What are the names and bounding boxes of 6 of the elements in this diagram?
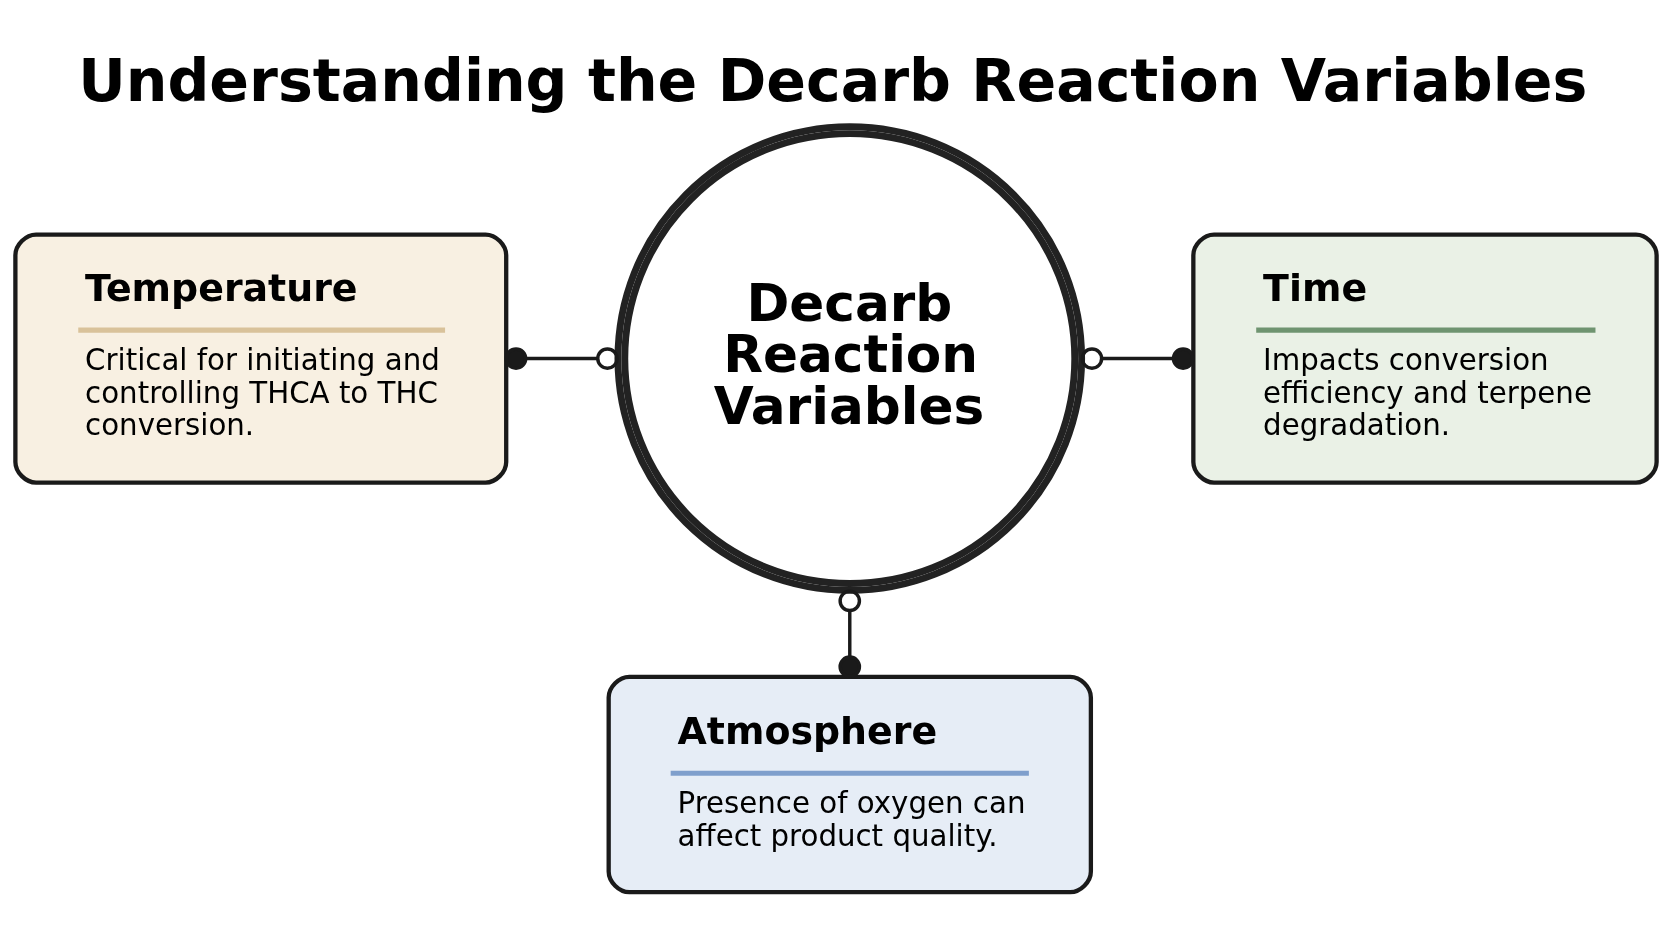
connector — [1080, 347, 1195, 370]
node-box: Time Impacts conversion efficiency and terpene degradation. — [1191, 232, 1659, 485]
diagram-title: Understanding the Decarb Reaction Variables — [78, 46, 1588, 115]
node-box: Temperature Critical for initiating and controlling THCA to THC conversion. — [13, 232, 509, 485]
node-box: Atmosphere Presence of oxygen can affect product quality. — [606, 674, 1094, 895]
node-circle: Decarb Reaction Variables — [614, 123, 1086, 594]
